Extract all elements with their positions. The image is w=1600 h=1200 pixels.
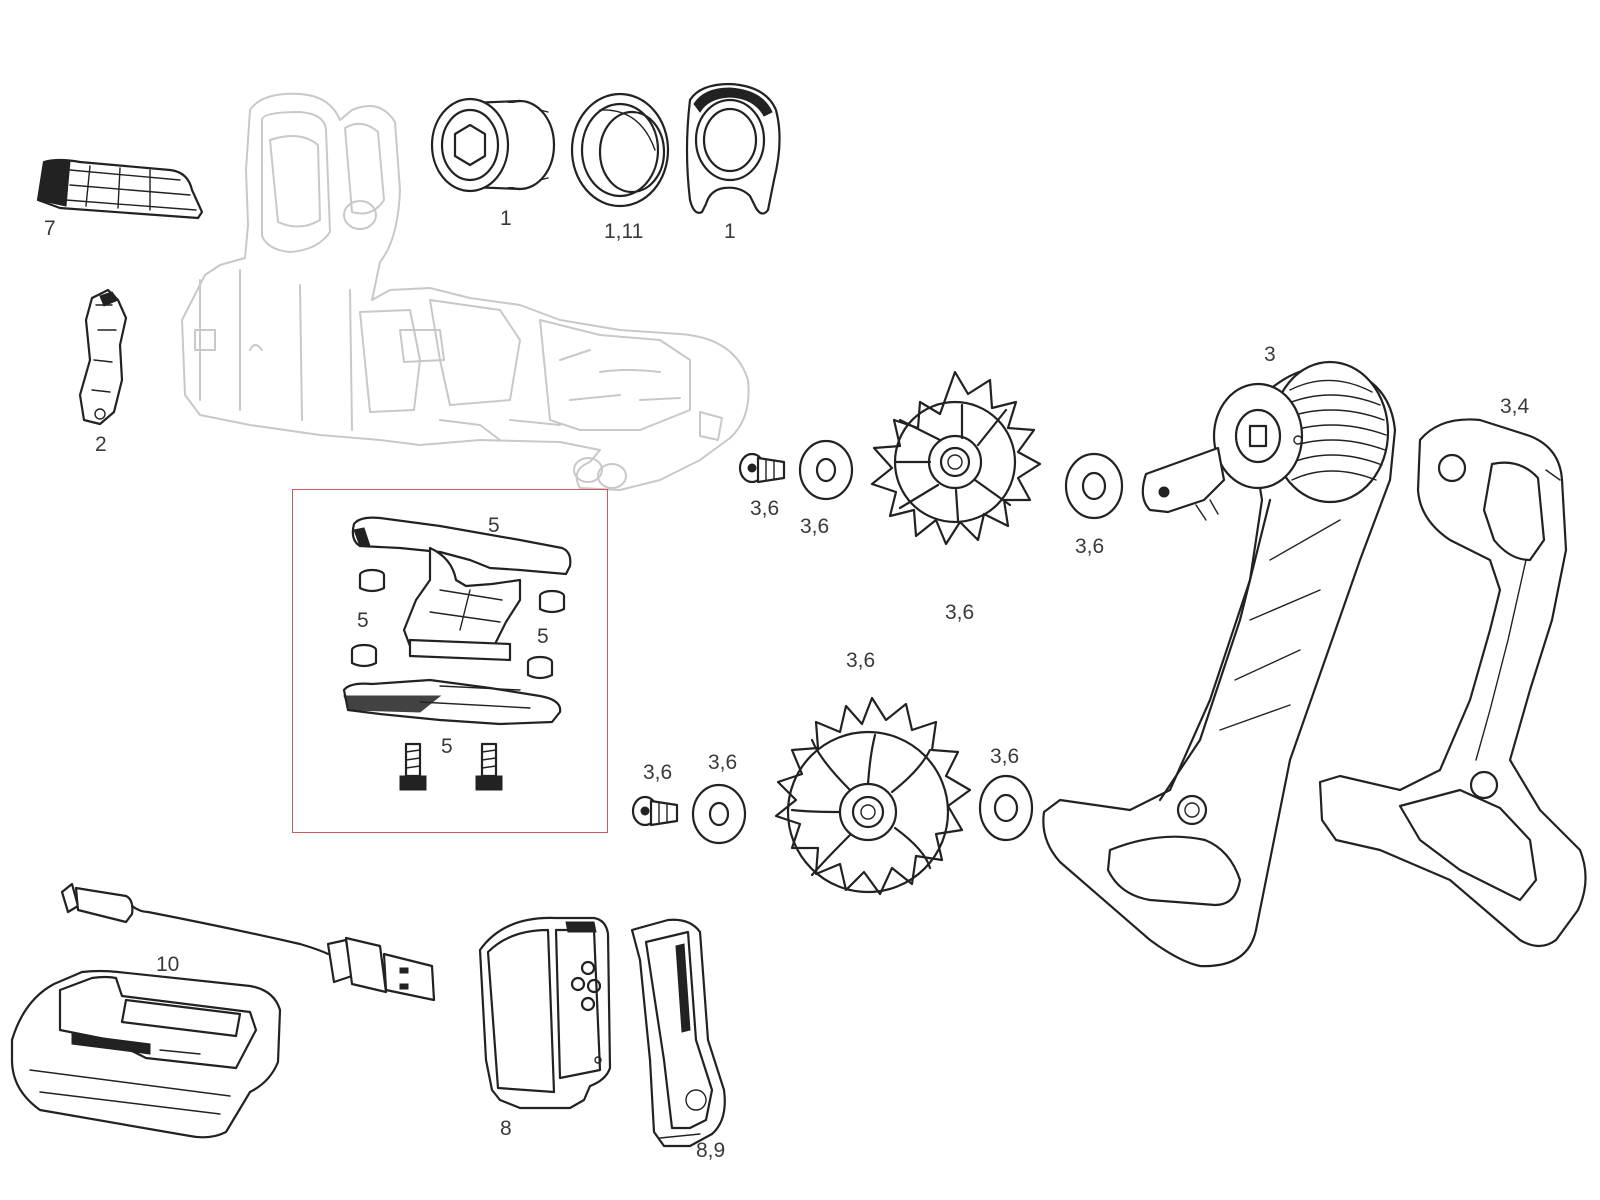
label-lower-bolt: 3,6 [643, 761, 673, 784]
label-outer-plate-3-4: 3,4 [1500, 395, 1530, 418]
derailleur-body-ghost [181, 92, 750, 491]
label-lower-washer-left: 3,6 [708, 751, 738, 774]
label-upper-washer-right: 3,6 [1075, 535, 1105, 558]
label-hanger-1: 1 [724, 220, 736, 243]
guard-nut-top-right [538, 589, 566, 614]
label-upper-pulley: 3,6 [945, 601, 975, 624]
part-7-cover [36, 158, 204, 220]
part-1-11-bushing [570, 92, 670, 208]
part-5-chain-guard [342, 516, 572, 791]
upper-pulley-assembly [738, 370, 1124, 546]
label-guard-nut-right: 5 [537, 625, 549, 648]
part-3-4-outer-cage [1318, 418, 1587, 948]
label-cage-3: 3 [1264, 343, 1276, 366]
part-2-clip [78, 288, 128, 426]
label-upper-washer-left: 3,6 [800, 515, 830, 538]
label-bolt-1: 1 [500, 207, 512, 230]
label-part-2: 2 [95, 433, 107, 456]
highlight-box-part-5 [292, 489, 608, 833]
lower-pulley-assembly [631, 696, 1034, 896]
part-1-pivot-bolt [430, 97, 556, 193]
guard-nut-top-left [358, 568, 386, 593]
label-guard-nut-left: 5 [357, 609, 369, 632]
part-10-charger [10, 882, 436, 1139]
part-8-battery [478, 916, 612, 1110]
guard-nut-bottom-right [526, 655, 554, 680]
part-1-hanger [685, 82, 781, 215]
label-part-7: 7 [44, 217, 56, 240]
label-upper-bolt: 3,6 [750, 497, 780, 520]
guard-screw-left [399, 742, 427, 791]
guard-nut-bottom-left [350, 643, 378, 668]
label-battery-cover-8-9: 8,9 [696, 1139, 726, 1162]
label-charger-10: 10 [156, 953, 180, 976]
label-bushing-1-11: 1,11 [604, 220, 644, 243]
label-battery-8: 8 [500, 1117, 512, 1140]
label-lower-washer-right: 3,6 [990, 745, 1020, 768]
part-3-inner-cage [1042, 360, 1397, 968]
label-lower-pulley: 3,6 [846, 649, 876, 672]
part-8-9-battery-cover [630, 918, 726, 1148]
label-guard-top: 5 [488, 514, 500, 537]
label-guard-screws: 5 [441, 735, 453, 758]
guard-screw-right [475, 742, 503, 791]
